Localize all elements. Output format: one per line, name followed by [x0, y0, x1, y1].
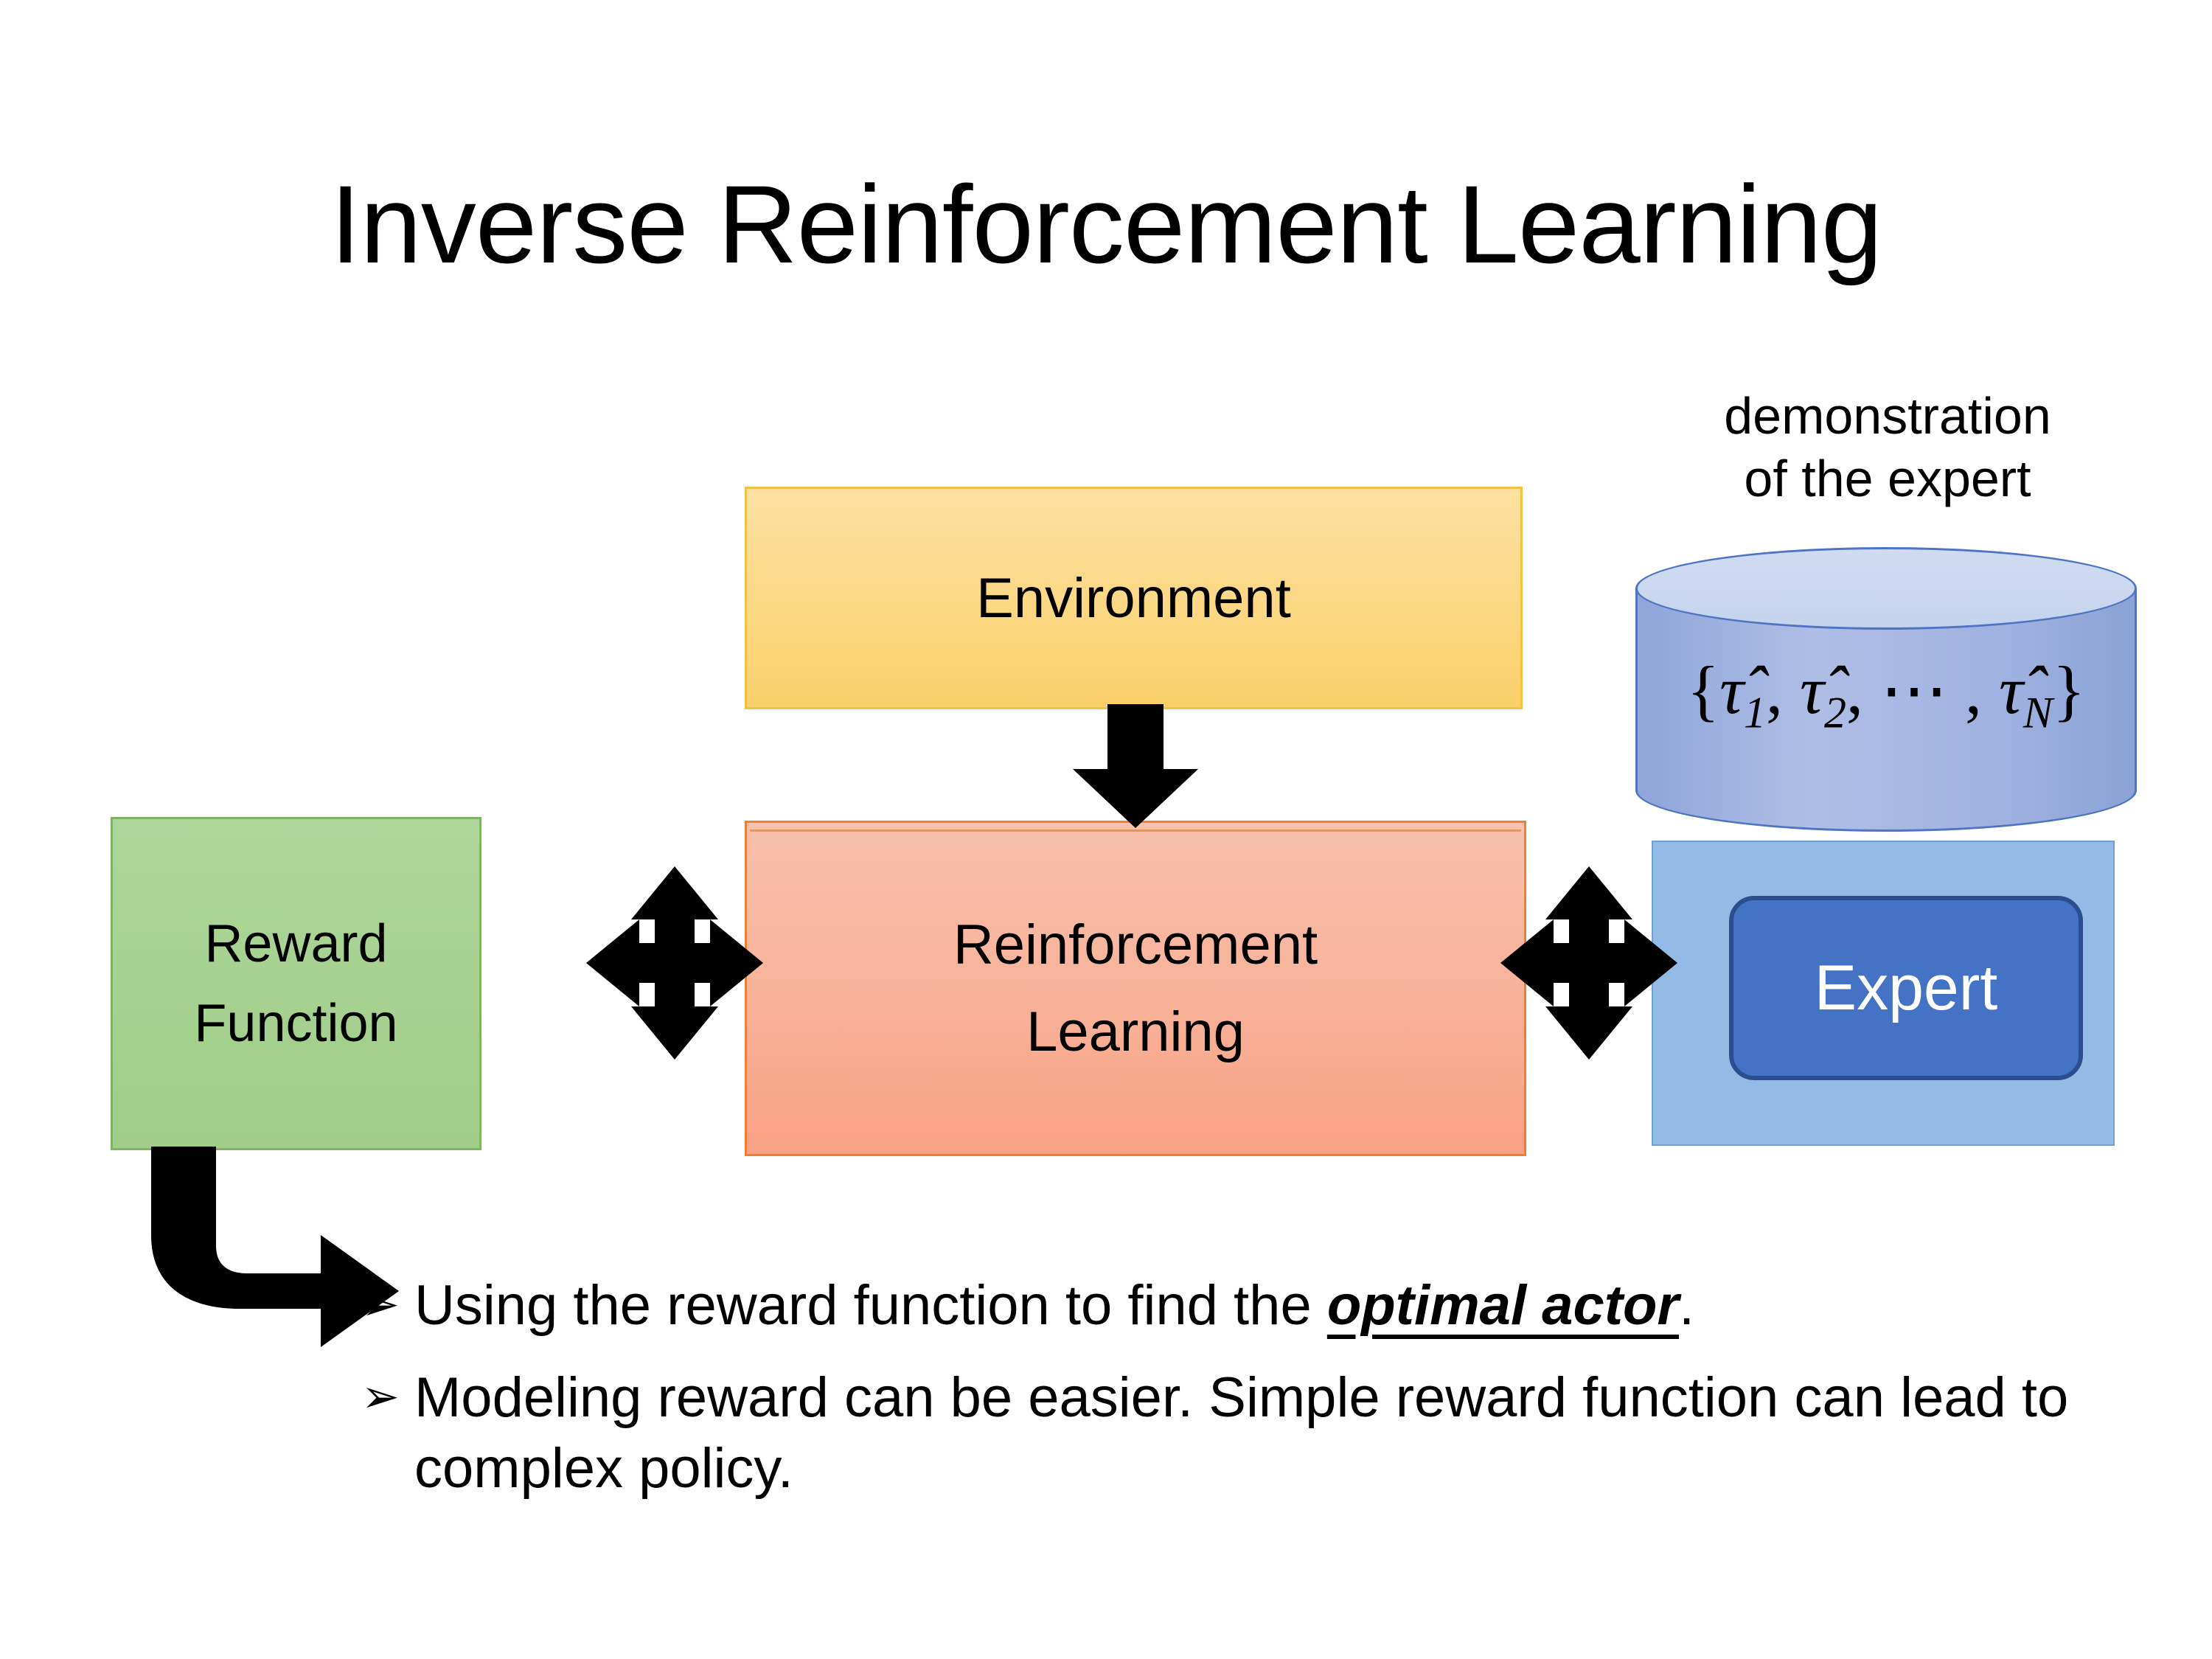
- bullet-arrow-icon: ➢: [361, 1371, 400, 1422]
- rl-box-label-line1: Reinforcement: [953, 913, 1318, 976]
- expert-box[interactable]: Expert: [1729, 896, 2083, 1080]
- trajectory-set-formula: {τ̂1, τ̂2, ⋯ , τ̂N}: [1635, 650, 2137, 738]
- bullet-list: ➢ Using the reward function to find the …: [361, 1270, 2146, 1526]
- reward-to-bullets-elbow-arrow-icon: [151, 1147, 399, 1347]
- set-close-brace: }: [2052, 653, 2086, 728]
- bullet-text-2: Modeling reward can be easier. Simple re…: [414, 1366, 2069, 1500]
- rl-box-top-rule: [750, 830, 1521, 832]
- environment-box[interactable]: Environment: [745, 487, 1523, 709]
- tau-n-subscript: N: [2023, 688, 2053, 737]
- list-item: ➢ Modeling reward can be easier. Simple …: [361, 1363, 2146, 1505]
- bullet-1-text-after: .: [1679, 1274, 1695, 1337]
- set-open-brace: {: [1686, 653, 1720, 728]
- cylinder-top-ellipse: [1635, 547, 2137, 630]
- tau-n: τ̂: [1998, 653, 2023, 728]
- demonstration-caption-line1: demonstration: [1724, 387, 2051, 445]
- reward-rl-bidirectional-arrow-icon: [586, 866, 763, 1060]
- rl-expert-bidirectional-arrow-icon: [1500, 866, 1677, 1060]
- bullet-1-emphasis: optimal actor: [1326, 1274, 1680, 1337]
- reward-function-box[interactable]: Reward Function: [111, 817, 481, 1150]
- expert-box-label: Expert: [1814, 952, 1998, 1023]
- bullet-text-1: Using the reward function to find the op…: [414, 1270, 2146, 1342]
- separator-2: , ⋯ ,: [1846, 653, 1999, 728]
- demonstration-caption: demonstration of the expert: [1622, 385, 2153, 511]
- tau-2-subscript: 2: [1823, 688, 1846, 737]
- demonstration-database-cylinder: {τ̂1, τ̂2, ⋯ , τ̂N}: [1635, 547, 2137, 851]
- environment-to-rl-arrow-icon: [1073, 704, 1198, 828]
- environment-box-label: Environment: [976, 566, 1291, 630]
- rl-box-label-line2: Learning: [1026, 1000, 1245, 1063]
- reward-box-label-line2: Function: [194, 994, 398, 1053]
- page-title: Inverse Reinforcement Learning: [330, 162, 1883, 286]
- tau-1-subscript: 1: [1744, 688, 1767, 737]
- demonstration-caption-line2: of the expert: [1744, 450, 2031, 508]
- tau-2: τ̂: [1800, 653, 1824, 728]
- bullet-1-text-before: Using the reward function to find the: [414, 1274, 1327, 1337]
- reinforcement-learning-box[interactable]: Reinforcement Learning: [745, 821, 1526, 1156]
- list-item: ➢ Using the reward function to find the …: [361, 1270, 2146, 1342]
- tau-1: τ̂: [1719, 653, 1745, 728]
- reward-box-label-line1: Reward: [204, 914, 388, 973]
- separator-1: ,: [1766, 653, 1801, 728]
- bullet-arrow-icon: ➢: [361, 1279, 400, 1330]
